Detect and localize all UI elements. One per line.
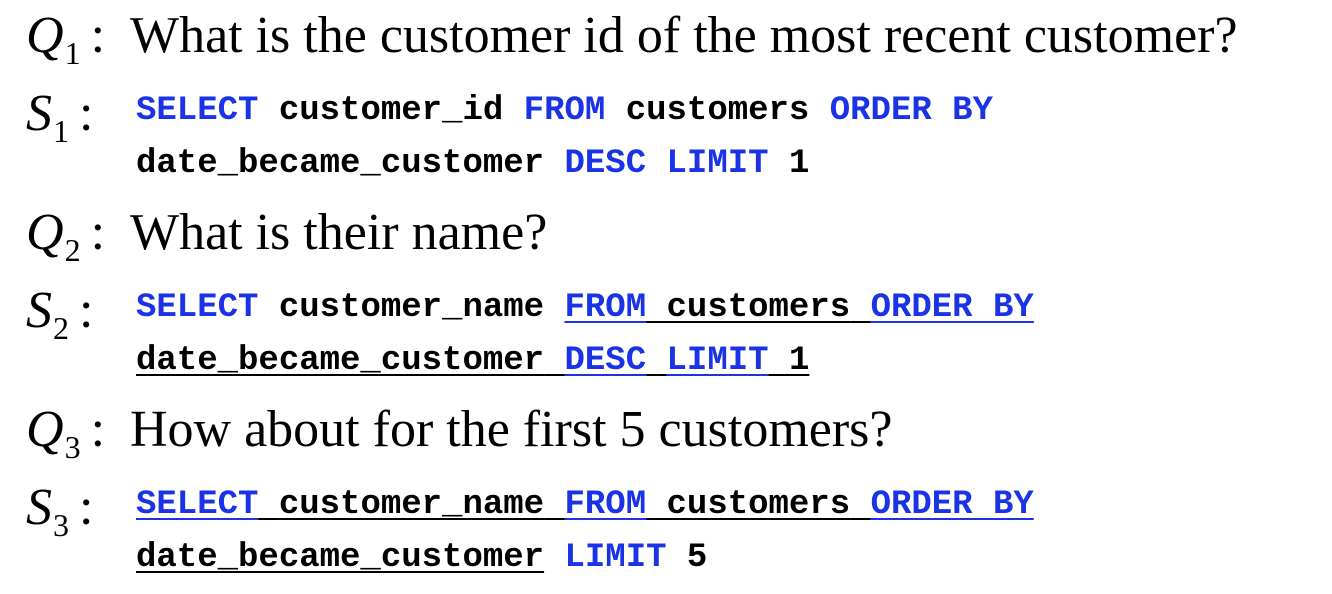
sql-space — [544, 289, 564, 327]
sql-token: date_became_customer — [136, 342, 545, 380]
sql-keyword: ORDER BY — [829, 92, 993, 130]
sql-keyword: LIMIT — [666, 145, 769, 183]
sql-keyword: FROM — [523, 92, 606, 130]
sql-space — [667, 539, 687, 577]
sql-token: date_became_customer — [136, 145, 545, 183]
sql-space — [544, 145, 564, 183]
sql-space — [258, 486, 278, 524]
sql-keyword: LIMIT — [666, 342, 769, 380]
sql-space — [769, 145, 789, 183]
question-text-q2: What is their name? — [130, 204, 548, 261]
sql-label-s2: S2: — [26, 281, 93, 346]
sql-keyword: FROM — [564, 289, 647, 327]
question-var: Q — [26, 401, 64, 458]
sql-space — [850, 486, 870, 524]
sql-line-s1-2: date_became_customer DESC LIMIT 1 — [136, 144, 809, 184]
sql-space — [646, 289, 666, 327]
sql-space — [646, 145, 666, 183]
question-label-q3: Q3: — [26, 400, 105, 465]
sql-keyword: LIMIT — [564, 539, 667, 577]
sql-keyword: FROM — [564, 486, 647, 524]
sql-token: customer_name — [278, 486, 545, 524]
label-colon: : — [79, 479, 94, 536]
sql-keyword: SELECT — [136, 92, 259, 130]
sql-token: 1 — [788, 342, 810, 380]
sql-space — [646, 342, 666, 380]
sql-keyword: ORDER BY — [870, 289, 1034, 327]
sql-space — [544, 342, 564, 380]
sql-label-s1: S1: — [26, 84, 93, 149]
sql-space — [646, 486, 666, 524]
question-subscript: 2 — [64, 232, 81, 268]
sql-space — [503, 92, 523, 130]
sql-var: S — [26, 85, 52, 142]
sql-space — [769, 342, 789, 380]
sql-keyword: SELECT — [136, 486, 259, 524]
sql-label-s3: S3: — [26, 478, 93, 543]
question-label-q1: Q1: — [26, 6, 105, 71]
sql-space — [544, 539, 564, 577]
sql-subscript: 1 — [53, 113, 69, 149]
sql-keyword: ORDER BY — [870, 486, 1034, 524]
sql-space — [544, 486, 564, 524]
question-text-q3: How about for the first 5 customers? — [130, 401, 893, 458]
sql-keyword: DESC — [564, 342, 647, 380]
sql-token: customers — [666, 486, 851, 524]
question-label-q2: Q2: — [26, 203, 105, 268]
sql-token: customers — [625, 92, 810, 130]
sql-token: 5 — [686, 539, 708, 577]
label-colon: : — [79, 85, 94, 142]
sql-keyword: DESC — [564, 145, 647, 183]
label-colon: : — [90, 401, 106, 458]
sql-subscript: 2 — [53, 310, 69, 346]
question-subscript: 1 — [64, 35, 81, 71]
sql-line-s3-2: date_became_customer LIMIT 5 — [136, 538, 707, 578]
question-var: Q — [26, 7, 64, 64]
sql-var: S — [26, 282, 52, 339]
sql-space — [258, 289, 278, 327]
sql-line-s2-1: SELECT customer_name FROM customers ORDE… — [136, 288, 1034, 328]
sql-space — [258, 92, 278, 130]
sql-space — [809, 92, 829, 130]
sql-token: customer_id — [278, 92, 504, 130]
question-text-q1: What is the customer id of the most rece… — [130, 7, 1238, 64]
question-var: Q — [26, 204, 64, 261]
sql-line-s2-2: date_became_customer DESC LIMIT 1 — [136, 341, 809, 381]
sql-token: 1 — [788, 145, 810, 183]
sql-subscript: 3 — [53, 507, 69, 543]
label-colon: : — [90, 7, 106, 64]
sql-token: customers — [666, 289, 851, 327]
label-colon: : — [79, 282, 94, 339]
sql-line-s1-1: SELECT customer_id FROM customers ORDER … — [136, 91, 993, 131]
question-subscript: 3 — [64, 429, 81, 465]
label-colon: : — [90, 204, 106, 261]
sql-token: date_became_customer — [136, 539, 545, 577]
sql-keyword: SELECT — [136, 289, 259, 327]
sql-space — [605, 92, 625, 130]
sql-token: customer_name — [278, 289, 545, 327]
sql-line-s3-1: SELECT customer_name FROM customers ORDE… — [136, 485, 1034, 525]
sql-var: S — [26, 479, 52, 536]
sql-space — [850, 289, 870, 327]
